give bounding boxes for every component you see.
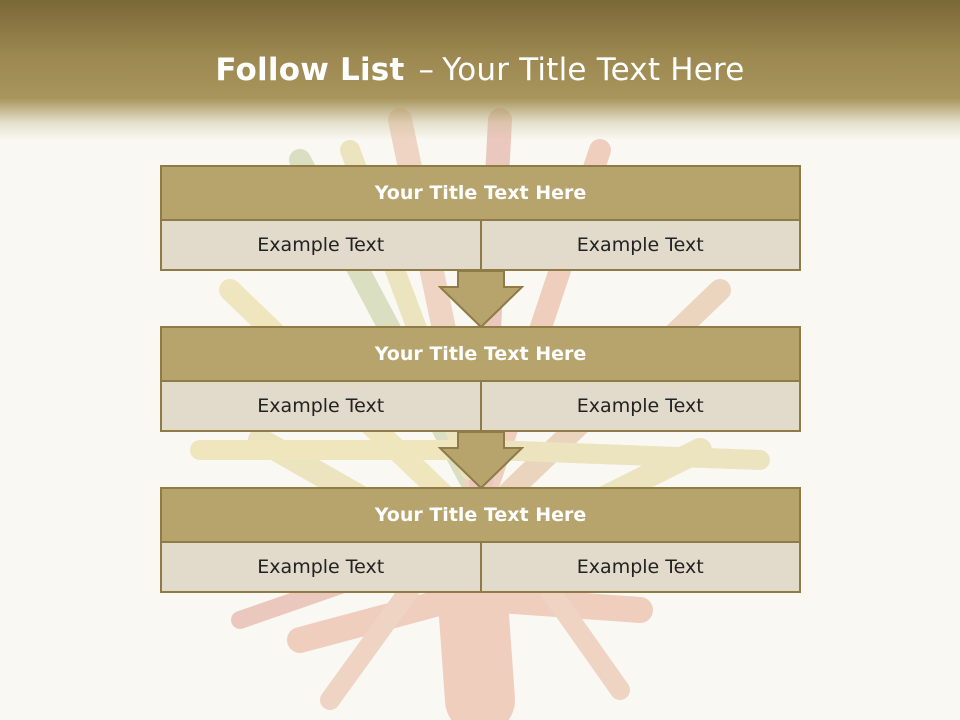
- step-block-1: Your Title Text Here Example Text Exampl…: [160, 165, 801, 271]
- step-title: Your Title Text Here: [160, 165, 801, 221]
- step-block-3: Your Title Text Here Example Text Exampl…: [160, 487, 801, 593]
- step-title: Your Title Text Here: [160, 326, 801, 382]
- step-cell-right: Example Text: [481, 382, 801, 432]
- step-row: Example Text Example Text: [160, 543, 801, 593]
- step-cell-left: Example Text: [160, 543, 482, 593]
- slide-title: Follow List–Your Title Text Here: [0, 52, 960, 88]
- down-arrow-icon: [438, 271, 524, 329]
- step-cell-right: Example Text: [481, 221, 801, 271]
- slide-title-main: Follow List: [215, 52, 405, 88]
- step-block-2: Your Title Text Here Example Text Exampl…: [160, 326, 801, 432]
- slide-title-separator: –: [418, 52, 435, 88]
- down-arrow-icon: [438, 432, 524, 490]
- step-row: Example Text Example Text: [160, 382, 801, 432]
- step-row: Example Text Example Text: [160, 221, 801, 271]
- title-bar: [0, 0, 960, 140]
- step-cell-left: Example Text: [160, 382, 482, 432]
- step-cell-right: Example Text: [481, 543, 801, 593]
- slide-title-sub: Your Title Text Here: [442, 52, 745, 88]
- step-cell-left: Example Text: [160, 221, 482, 271]
- step-title: Your Title Text Here: [160, 487, 801, 543]
